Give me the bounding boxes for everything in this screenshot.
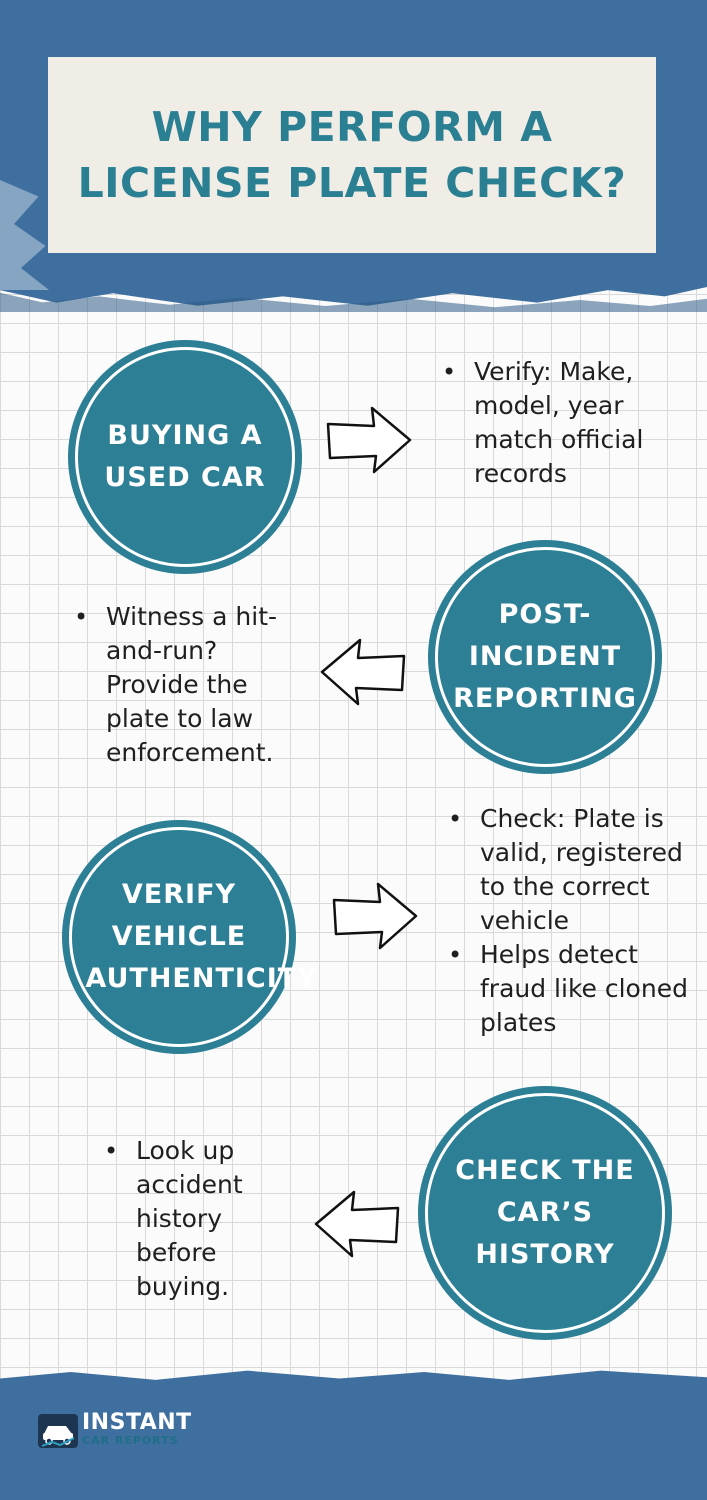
title-card: WHY PERFORM A LICENSE PLATE CHECK? [48,57,656,253]
section-label: POST-INCIDENT REPORTING [453,599,637,714]
list-item: Witness a hit-and-run? Provide the plate… [72,600,317,770]
arrow-left-icon [314,1190,400,1258]
list-item: Check: Plate is valid, registered to the… [446,802,696,938]
logo-text: INSTANT CAR REPORTS [82,1412,192,1448]
car-logo-icon [38,1414,78,1448]
arrow-left-icon [320,638,406,706]
list-item: Verify: Make, model, year match official… [440,355,690,491]
section-circle-post-incident-reporting: POST-INCIDENT REPORTING [428,540,662,774]
bullet-list-post-incident-reporting: Witness a hit-and-run? Provide the plate… [72,600,317,770]
section-circle-verify-vehicle-authenticity: VERIFY VEHICLE AUTHENTICITY [62,820,318,1054]
section-label: CHECK THE CAR’S HISTORY [455,1155,635,1270]
arrow-right-icon [326,406,412,474]
section-circle-check-car-history: CHECK THE CAR’S HISTORY [418,1086,672,1340]
arrow-right-icon [332,882,418,950]
bullet-list-verify-vehicle-authenticity: Check: Plate is valid, registered to the… [446,802,696,1040]
list-item: Look up accident history before buying. [102,1134,287,1304]
list-item: Helps detect fraud like cloned plates [446,938,696,1040]
bullet-list-check-car-history: Look up accident history before buying. [102,1134,287,1304]
logo-subtitle: CAR REPORTS [82,1434,179,1447]
section-label: BUYING A USED CAR [104,420,266,493]
bottom-torn-band [0,1370,707,1500]
section-label: VERIFY VEHICLE AUTHENTICITY [85,879,318,994]
section-circle-buying-used-car: BUYING A USED CAR [68,340,302,574]
bullet-list-buying-used-car: Verify: Make, model, year match official… [440,355,690,491]
logo-word: INSTANT [82,1410,192,1435]
page-title: WHY PERFORM A LICENSE PLATE CHECK? [77,103,627,207]
brand-logo: INSTANT CAR REPORTS [36,1408,192,1452]
